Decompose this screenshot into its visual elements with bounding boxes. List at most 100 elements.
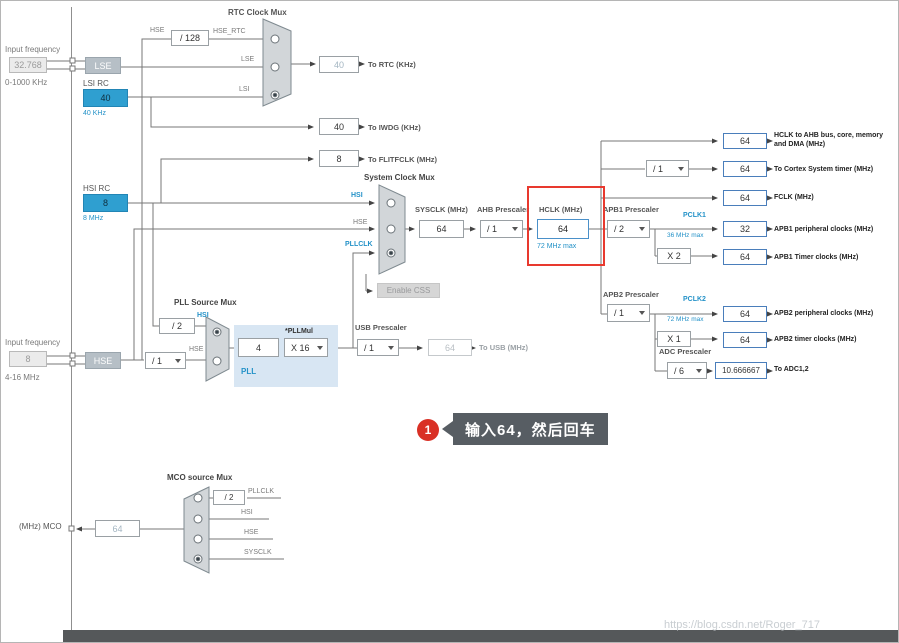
chevron-down-icon [639,311,645,315]
mco-hse-label: HSE [244,529,259,536]
pll-hse-prescaler-select[interactable]: / 1 [145,352,186,369]
input-frequency-top-label: Input frequency [5,45,61,54]
hclk-frequency-input[interactable]: 64 [537,219,589,239]
pclk1-label: PCLK1 [683,212,706,219]
cortex-prescaler-select[interactable]: / 1 [646,160,689,177]
to-flitfclk-value-box: 8 [319,150,359,167]
hclk-highlight-rectangle [527,186,605,266]
pclk2-max-label: 72 MHz max [667,316,704,323]
pll-hse-label: HSE [189,346,204,353]
apb1-prescaler-value: / 2 [614,224,625,234]
ahb-prescaler-select[interactable]: / 1 [480,220,523,238]
mco-sysclk-label: SYSCLK [244,549,272,556]
apb2-timer-label: APB2 timer clocks (MHz) [774,336,857,343]
system-mux-radio-hsi[interactable] [386,198,396,208]
usb-label: To USB (MHz) [479,343,529,352]
adc-prescaler-select[interactable]: / 6 [667,362,707,379]
hclk-ahb-label: HCLK to AHB bus, core, memory and DMA (M… [774,132,884,149]
system-mux-radio-hse[interactable] [386,224,396,234]
annotation-callout: 输入64，然后回车 [453,413,608,445]
system-mux-radio-pllclk-selected [388,250,394,256]
mco-mux-radio-pllclk[interactable] [193,493,203,503]
ahb-prescaler-label: AHB Prescaler [477,205,530,214]
fclk-value-box: 64 [723,190,767,206]
lse-input-frequency-field[interactable]: 32.768 [9,57,47,73]
input-frequency-bottom-label: Input frequency [5,338,61,347]
usb-prescaler-label: USB Prescaler [355,323,407,332]
rtc-mux-radio-hse[interactable] [270,34,280,44]
chevron-down-icon [678,166,684,171]
adc-label: To ADC1,2 [774,366,809,373]
rtc-mux-shape [262,18,292,107]
chevron-down-icon [512,227,518,231]
usb-prescaler-select[interactable]: / 1 [357,339,399,356]
rtc-mux-radio-lse[interactable] [270,62,280,72]
apb2-prescaler-value: / 1 [614,308,625,318]
apb1-timer-value-box: 64 [723,249,767,265]
apb1-prescaler-select[interactable]: / 2 [607,220,650,238]
cortex-prescaler-value: / 1 [653,163,664,174]
usb-prescaler-value: / 1 [364,342,375,353]
mco-value-box: 64 [95,520,140,537]
hse-input-frequency-field[interactable]: 8 [9,351,47,367]
mco-mux-radio-hse[interactable] [193,534,203,544]
pll-label: PLL [241,367,257,376]
system-mux-hsi-label: HSI [351,192,363,199]
to-iwdg-label: To IWDG (KHz) [368,123,421,132]
lsi-rc-label: LSI RC [83,79,109,88]
input-frequency-top-range: 0-1000 KHz [5,78,48,87]
rtc-mux-title: RTC Clock Mux [228,8,287,17]
mco-mux-shape [183,486,210,574]
adc-prescaler-value: / 6 [674,365,685,376]
mco-mux-radio-hsi[interactable] [193,514,203,524]
pll-mux-radio-hse[interactable] [212,356,222,366]
to-flitfclk-label: To FLITFCLK (MHz) [368,155,438,164]
chevron-down-icon [175,358,181,363]
step-number-badge: 1 [417,419,439,441]
usb-value-box: 64 [428,339,472,356]
to-rtc-value-box: 40 [319,56,359,73]
pllmul-value: X 16 [291,342,310,353]
pllmul-label: *PLLMul [285,328,313,335]
hclk-ahb-value-box: 64 [723,133,767,149]
rtc-mux-radio-lsi-selected [272,92,278,98]
apb2-prescaler-select[interactable]: / 1 [607,304,650,322]
hclk-label: HCLK (MHz) [539,205,583,214]
sysclk-value-box: 64 [419,220,464,238]
adc-value-box: 10.666667 [715,362,767,379]
mco-hsi-label: HSI [241,509,253,516]
to-rtc-label: To RTC (KHz) [368,60,416,69]
system-mux-hse-label: HSE [353,219,368,226]
pll-hsi-div-box: / 2 [159,318,195,334]
enable-css-button[interactable]: Enable CSS [377,283,440,298]
apb2-timer-value-box: 64 [723,332,767,348]
to-iwdg-value-box: 40 [319,118,359,135]
callout-arrow-left [442,421,453,437]
chevron-down-icon [639,227,645,231]
chevron-down-icon [317,345,323,350]
apb2-peripheral-value-box: 64 [723,306,767,322]
oscillator-pin-squares [68,57,76,532]
apb1-peripheral-value-box: 32 [723,221,767,237]
pll-mux-radio-hsi-selected [214,329,220,335]
apb1-prescaler-label: APB1 Prescaler [603,205,659,214]
mco-pllclk-label: PLLCLK [248,488,275,495]
hclk-max-label: 72 MHz max [537,243,577,250]
bottom-bar [63,630,898,642]
sysclk-label: SYSCLK (MHz) [415,205,468,214]
mco-mux-title: MCO source Mux [167,473,233,482]
arrow-wires [76,61,773,532]
rtc-hse-div128-box: / 128 [171,30,209,46]
lsi-freq-label: 40 KHz [83,110,106,117]
pll-input-value-box: 4 [238,338,279,357]
apb1-peripheral-label: APB1 peripheral clocks (MHz) [774,226,874,233]
fclk-label: FCLK (MHz) [774,194,814,201]
chevron-down-icon [388,345,394,350]
hsi-freq-label: 8 MHz [83,215,104,222]
input-frequency-bottom-range: 4-16 MHz [5,373,40,382]
pllmul-select[interactable]: X 16 [284,338,328,357]
connector-wires [47,38,667,560]
pll-hsi-label: HSI [197,312,209,319]
watermark-text: https://blog.csdn.net/Roger_717 [664,619,820,631]
